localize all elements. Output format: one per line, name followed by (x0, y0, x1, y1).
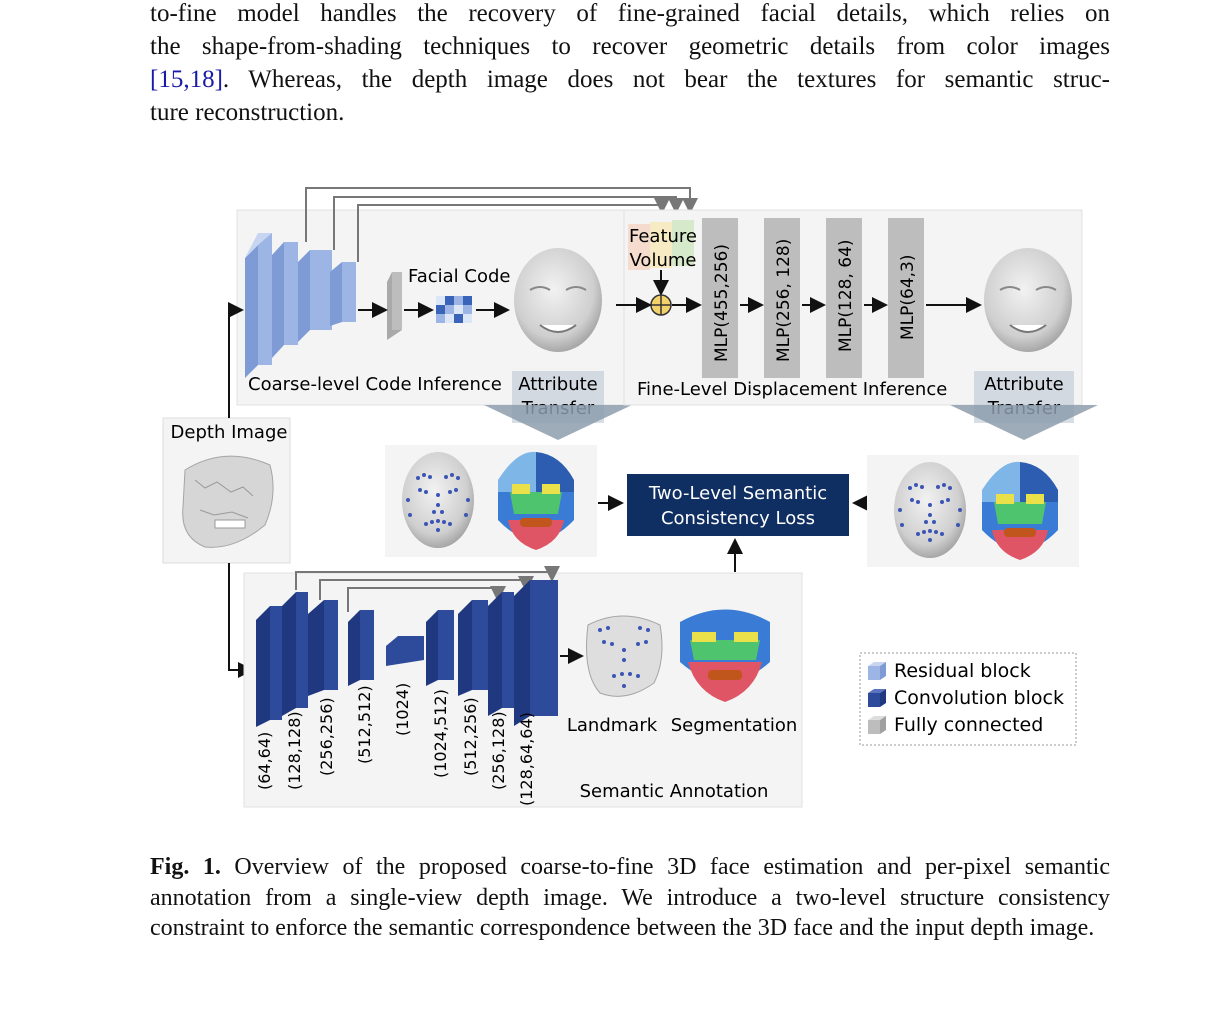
mlp-block-4 (888, 218, 924, 378)
segmentation-label: Segmentation (671, 715, 798, 736)
feature-volume-label-a: Feature (629, 226, 697, 247)
legend-convolution-label: Convolution block (894, 687, 1064, 709)
unet-label-0: (64,64) (255, 732, 274, 790)
unet-label-3: (512,512) (355, 685, 374, 764)
intro-line-1: to-fine model handles the recovery of fi… (150, 0, 1110, 27)
coarse-landmark-face (402, 452, 474, 548)
facial-code-grid (436, 296, 472, 323)
intro-line-4: ture reconstruction. (150, 99, 345, 126)
caption-label: Fig. 1. (150, 854, 221, 880)
consistency-loss-box (627, 474, 849, 536)
unet-conv-blocks (256, 580, 558, 727)
unet-label-4: (1024) (393, 683, 412, 736)
mlp-block-3 (826, 218, 862, 378)
feature-volume (628, 220, 694, 270)
legend-residual-label: Residual block (894, 660, 1031, 682)
depth-image-picture (182, 455, 274, 548)
attribute-transfer-1-a: Attribute (518, 374, 597, 395)
depth-image-label: Depth Image (171, 422, 288, 443)
citation-18[interactable]: 18 (189, 66, 215, 93)
legend-convolution: Convolution block (868, 687, 1064, 709)
mlp-3-label: MLP(128, 64) (836, 239, 856, 352)
unet-label-8: (128,64,64) (517, 712, 536, 806)
landmark-depth-image (586, 615, 663, 697)
mlp-4-label: MLP(64,3) (898, 254, 918, 340)
segmentation-depth-image (680, 609, 770, 702)
mlp-block-1 (702, 218, 738, 378)
unet-label-6: (512,256) (461, 697, 480, 776)
unet-label-1: (128,128) (285, 711, 304, 790)
caption-text: Overview of the proposed coarse-to-fine … (150, 854, 1111, 941)
feature-volume-label-b: Volume (630, 250, 697, 271)
fine-title: Fine-Level Displacement Inference (637, 379, 947, 400)
fine-segmentation-face (982, 461, 1058, 560)
intro-line-2: the shape-from-shading techniques to rec… (150, 33, 1110, 60)
skip-connections-top (305, 187, 698, 262)
figure-caption: Fig. 1. Overview of the proposed coarse-… (150, 852, 1110, 944)
intro-paragraph: to-fine model handles the recovery of fi… (150, 0, 1110, 129)
add-operator (650, 294, 672, 316)
unet-label-5: (1024,512) (431, 689, 450, 778)
unet-label-2: (256,256) (317, 697, 336, 776)
loss-label-a: Two-Level Semantic (648, 483, 827, 504)
semantic-annotation-label: Semantic Annotation (580, 781, 769, 802)
attribute-transfer-arrow-2 (950, 405, 1098, 440)
legend-residual: Residual block (868, 660, 1031, 682)
mlp-block-2 (764, 218, 800, 378)
loss-label-b: Consistency Loss (661, 508, 815, 529)
depth-to-coarse-arrow (228, 302, 244, 418)
intro-line-3: [15,18]. Whereas, the depth image does n… (150, 63, 1110, 96)
legend-fully: Fully connected (868, 714, 1043, 736)
attribute-transfer-arrow-1 (484, 405, 632, 440)
coarse-title: Coarse-level Code Inference (248, 374, 502, 395)
mlp-2-label: MLP(256, 128) (774, 239, 794, 362)
citation-15[interactable]: 15 (158, 66, 184, 93)
fine-face-image (984, 248, 1072, 352)
unet-label-7: (256,128) (489, 711, 508, 790)
fine-landmark-face (894, 462, 966, 558)
mlp-1-label: MLP(455,256) (712, 244, 732, 362)
legend-box (859, 652, 1077, 746)
unet-dim-labels: (64,64) (128,128) (256,256) (512,512) (1… (255, 683, 536, 806)
legend-fully-label: Fully connected (894, 714, 1043, 736)
citation-open[interactable]: [ (150, 66, 159, 93)
facial-code-label: Facial Code (408, 266, 510, 287)
landmark-label: Landmark (567, 715, 658, 736)
intro-line-3-rest: . Whereas, the depth image does not bear… (222, 66, 1110, 93)
residual-encoder (245, 233, 356, 378)
attribute-transfer-2-a: Attribute (984, 374, 1063, 395)
citation-sep: , (183, 66, 190, 93)
citation-close: ] (214, 66, 223, 93)
coarse-segmentation-face (498, 451, 574, 550)
coarse-face-image (514, 248, 602, 352)
